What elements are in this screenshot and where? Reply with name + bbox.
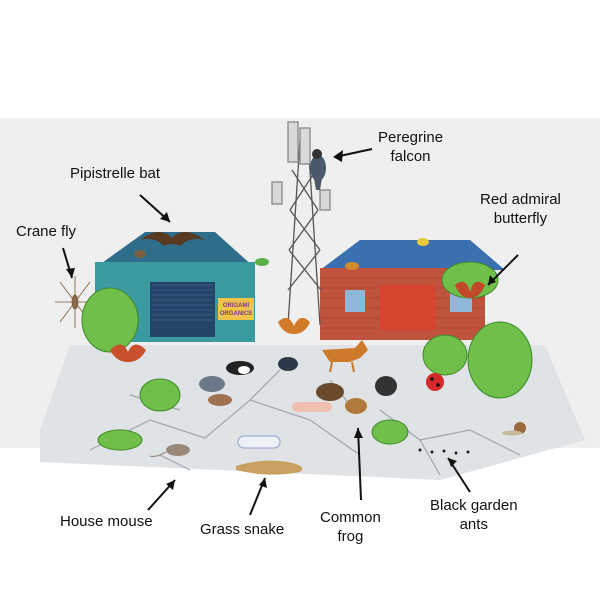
ladybird-model [426,373,444,391]
house-mouse-model [149,444,190,458]
starling-model [278,357,298,371]
grass-snake-model [236,460,303,475]
svg-text:ORIGAMI: ORIGAMI [223,303,250,309]
label-pipistrelle-bat: Pipistrelle bat [70,165,161,182]
building-sign [218,298,254,320]
fox-model [322,340,368,373]
common-frog-model [345,398,367,414]
label-house-mouse: House mouse [60,513,153,530]
arrowheads [66,150,496,490]
magpie-model [226,361,254,375]
snail-model [502,422,526,436]
label-black-garden-ants: Black garden ants [430,497,518,533]
red-admiral-butterfly-model [110,281,485,362]
arrow-common-frog [357,427,362,501]
pipistrelle-bat-model [140,231,205,246]
rooftop-birds [134,238,429,270]
label-common-frog: Common frog [320,509,381,545]
lattice-tower [271,121,331,326]
svg-text:ORGANICS: ORGANICS [220,311,252,317]
peregrine-falcon-model [310,149,326,190]
hedgehog-model [316,383,344,401]
label-peregrine-falcon: Peregrine falcon [378,129,444,165]
label-grass-snake: Grass snake [200,521,285,538]
egg-cards [237,402,332,449]
label-red-admiral-butterfly: Red admiral butterfly [480,191,561,227]
jackdaw-model [375,376,397,396]
pigeon-model [199,376,232,406]
label-crane-fly: Crane fly [16,223,77,240]
black-garden-ants-model [418,448,470,455]
foliage [81,261,533,451]
